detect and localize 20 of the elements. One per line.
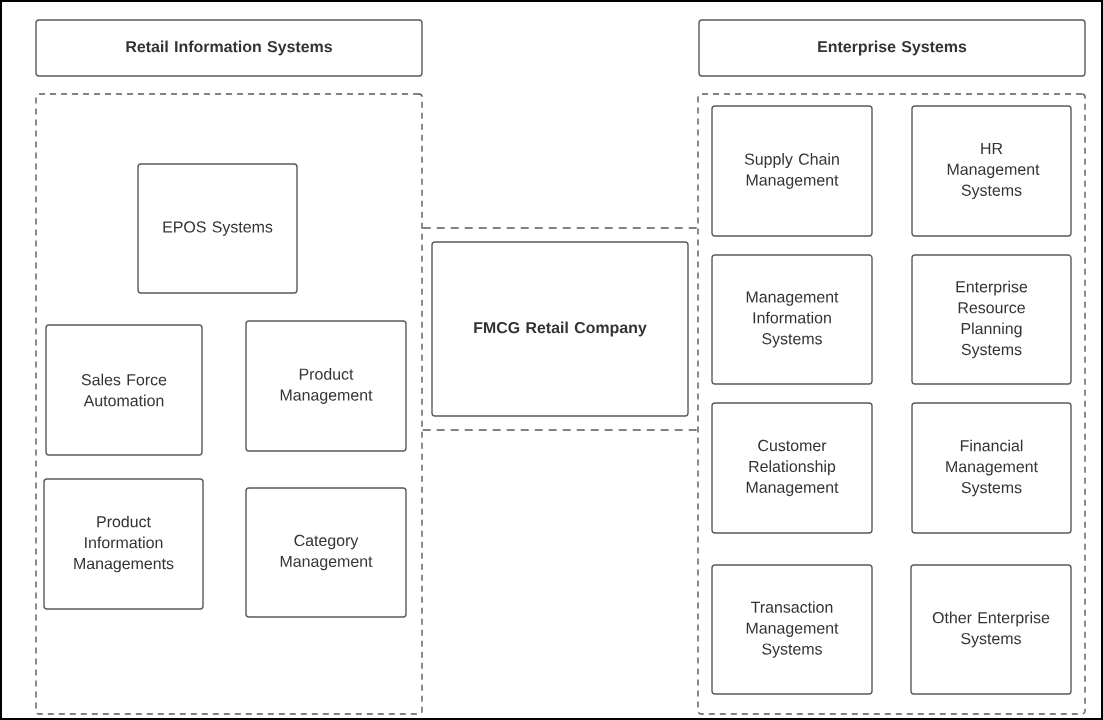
header-box: Retail Information Systems	[35, 19, 423, 77]
system-box: Supply Chain Management	[711, 105, 873, 237]
header-box: Enterprise Systems	[698, 19, 1086, 77]
connector-line	[422, 429, 698, 431]
group-container	[35, 93, 423, 715]
group-container	[697, 93, 1086, 715]
system-box: Product Information Managements	[43, 478, 204, 610]
system-box: EPOS Systems	[137, 163, 298, 294]
system-box: Product Management	[245, 320, 407, 452]
connector-line	[422, 227, 698, 229]
system-box: Other Enterprise Systems	[910, 564, 1072, 695]
company-box: FMCG Retail Company	[431, 241, 689, 417]
system-box: Enterprise Resource Planning Systems	[911, 254, 1072, 385]
system-box: Customer Relationship Management	[711, 402, 873, 534]
system-box: Category Management	[245, 487, 407, 618]
system-box: Sales Force Automation	[45, 324, 203, 456]
system-box: Management Information Systems	[711, 254, 873, 385]
system-box: Financial Management Systems	[911, 402, 1072, 534]
system-box: Transaction Management Systems	[711, 564, 873, 695]
system-box: HR Management Systems	[911, 105, 1072, 237]
